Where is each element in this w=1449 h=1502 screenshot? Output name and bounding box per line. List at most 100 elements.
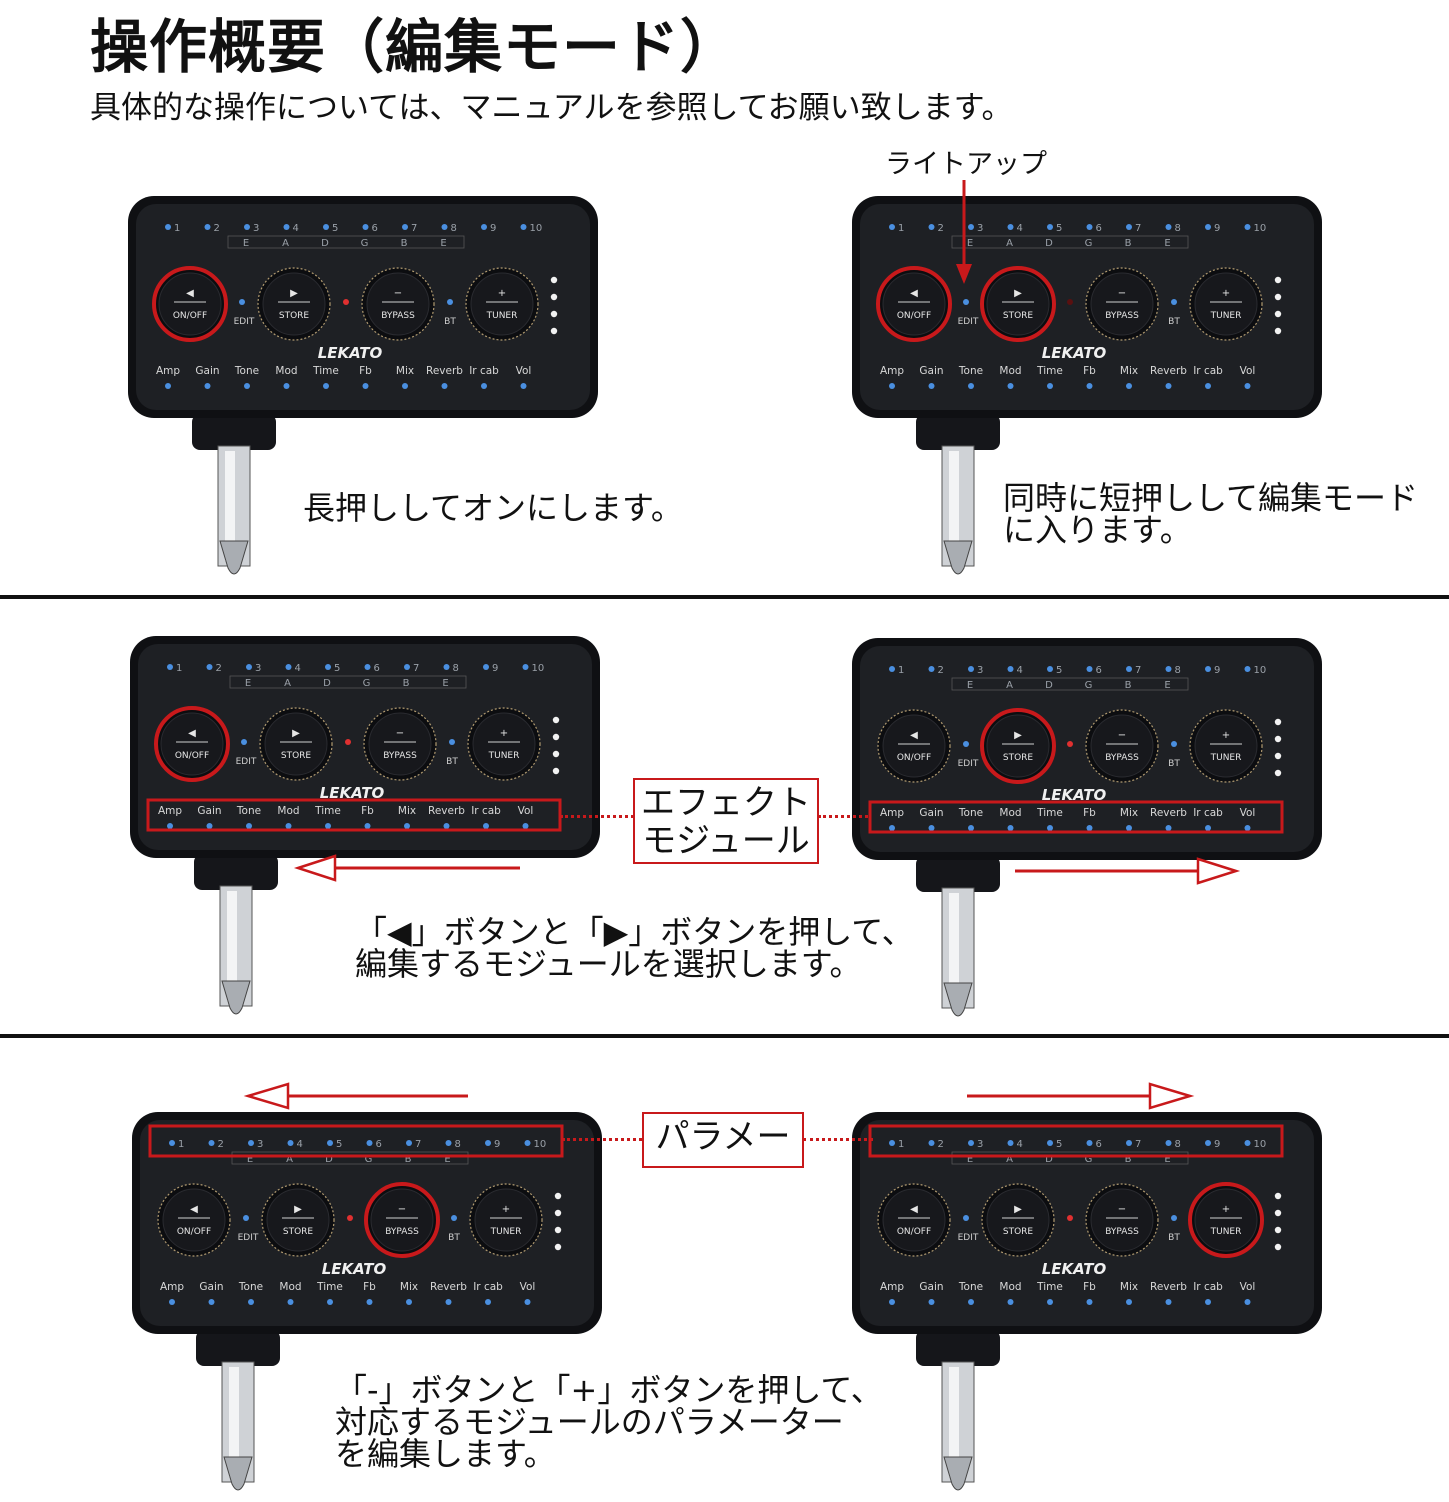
module-led <box>485 1299 491 1305</box>
led-dot <box>165 224 171 230</box>
button-label: ON/OFF <box>897 753 931 763</box>
led-dot <box>483 664 489 670</box>
string-letter: G <box>1085 680 1093 691</box>
module-label: Ir cab <box>1193 365 1223 377</box>
top-number-label: 7 <box>411 223 417 234</box>
step4-caption: 「-」ボタンと「+」ボタンを押して、 対応するモジュールのパラメーター を編集し… <box>335 1374 883 1470</box>
string-letter: G <box>1085 238 1093 249</box>
module-led <box>1205 383 1211 389</box>
edit-label: EDIT <box>234 317 255 327</box>
connector-line <box>803 1138 873 1141</box>
button-label: ON/OFF <box>173 311 207 321</box>
module-label: Vol <box>1240 807 1256 819</box>
level-led <box>554 1209 562 1217</box>
module-led <box>1086 383 1093 389</box>
module-row-highlight <box>868 800 1284 834</box>
module-label: Reverb <box>426 365 463 377</box>
bt-led <box>451 1215 457 1221</box>
top-number-label: 6 <box>1096 1139 1102 1150</box>
button-label: ON/OFF <box>897 311 931 321</box>
string-letter: A <box>1006 238 1013 249</box>
string-letter: A <box>1006 680 1013 691</box>
button-label: STORE <box>1003 311 1034 321</box>
bt-led <box>447 299 453 305</box>
level-led <box>1274 276 1282 284</box>
jack-highlight <box>949 451 959 561</box>
button-label: STORE <box>281 751 312 761</box>
button-face <box>986 714 1050 778</box>
button-symbol: − <box>396 728 404 739</box>
button-highlight <box>980 266 1056 342</box>
string-letter: B <box>403 678 410 689</box>
button-face <box>474 1188 538 1252</box>
string-letter: E <box>967 238 973 249</box>
level-led <box>1274 718 1282 726</box>
module-led <box>169 1299 175 1305</box>
level-led <box>552 767 560 775</box>
button-label: TUNER <box>488 751 520 761</box>
module-led <box>1165 825 1172 831</box>
module-label: Fb <box>1083 807 1096 819</box>
led-dot <box>1047 224 1053 230</box>
module-label: Ir cab <box>1193 1281 1223 1293</box>
level-led <box>1274 1226 1282 1234</box>
top-number-label: 2 <box>216 663 222 674</box>
bt-label: BT <box>448 1233 460 1243</box>
button-symbol: − <box>1118 730 1126 741</box>
module-label: Reverb <box>428 805 465 817</box>
top-number-label: 9 <box>492 663 498 674</box>
module-led <box>327 1299 333 1305</box>
top-number-label: 2 <box>214 223 220 234</box>
button-symbol: − <box>1118 1204 1126 1215</box>
module-label: Reverb <box>430 1281 467 1293</box>
level-led <box>554 1226 562 1234</box>
module-led <box>1165 383 1172 389</box>
jack-tip <box>943 540 973 575</box>
led-dot <box>1126 1140 1132 1146</box>
led-dot <box>968 1140 974 1146</box>
module-label: Tone <box>234 365 259 377</box>
button-face <box>1194 714 1258 778</box>
module-label: Fb <box>1083 1281 1096 1293</box>
module-label: Time <box>1036 365 1063 377</box>
button-face <box>160 712 224 776</box>
button-label: BYPASS <box>381 311 415 321</box>
button-symbol: − <box>394 288 402 299</box>
step3-caption-line: 編集するモジュールを選択します。 <box>355 945 862 983</box>
button-face <box>366 272 430 336</box>
led-dot <box>169 1140 175 1146</box>
module-label: Time <box>312 365 339 377</box>
string-letter: E <box>1164 680 1170 691</box>
top-number-label: 1 <box>898 223 904 234</box>
level-led <box>1274 1192 1282 1200</box>
left-arrow-head <box>293 854 337 882</box>
module-led <box>362 383 369 389</box>
jack-tip <box>221 980 251 1015</box>
module-label: Time <box>316 1281 343 1293</box>
edit-led <box>241 739 247 745</box>
effect-module-label: エフェクト モジュール <box>633 778 819 864</box>
led-dot <box>285 664 292 670</box>
string-letter: E <box>967 680 973 691</box>
top-number-label: 8 <box>1175 223 1181 234</box>
top-number-label: 3 <box>977 223 983 234</box>
string-letter: D <box>323 678 331 689</box>
module-led <box>483 823 489 829</box>
top-number-label: 2 <box>938 665 944 676</box>
status-led <box>1067 1215 1073 1221</box>
module-led <box>204 383 211 389</box>
top-number-label: 7 <box>1135 223 1141 234</box>
level-led <box>1274 752 1282 760</box>
top-number-label: 9 <box>1214 665 1220 676</box>
module-led <box>524 1299 531 1305</box>
led-dot <box>485 1140 491 1146</box>
led-dot <box>1086 1140 1093 1146</box>
module-label: Time <box>1036 807 1063 819</box>
button-face <box>470 272 534 336</box>
top-number-label: 4 <box>295 663 301 674</box>
top-number-label: 8 <box>451 223 457 234</box>
led-dot <box>1165 224 1172 230</box>
module-led <box>1244 825 1251 831</box>
